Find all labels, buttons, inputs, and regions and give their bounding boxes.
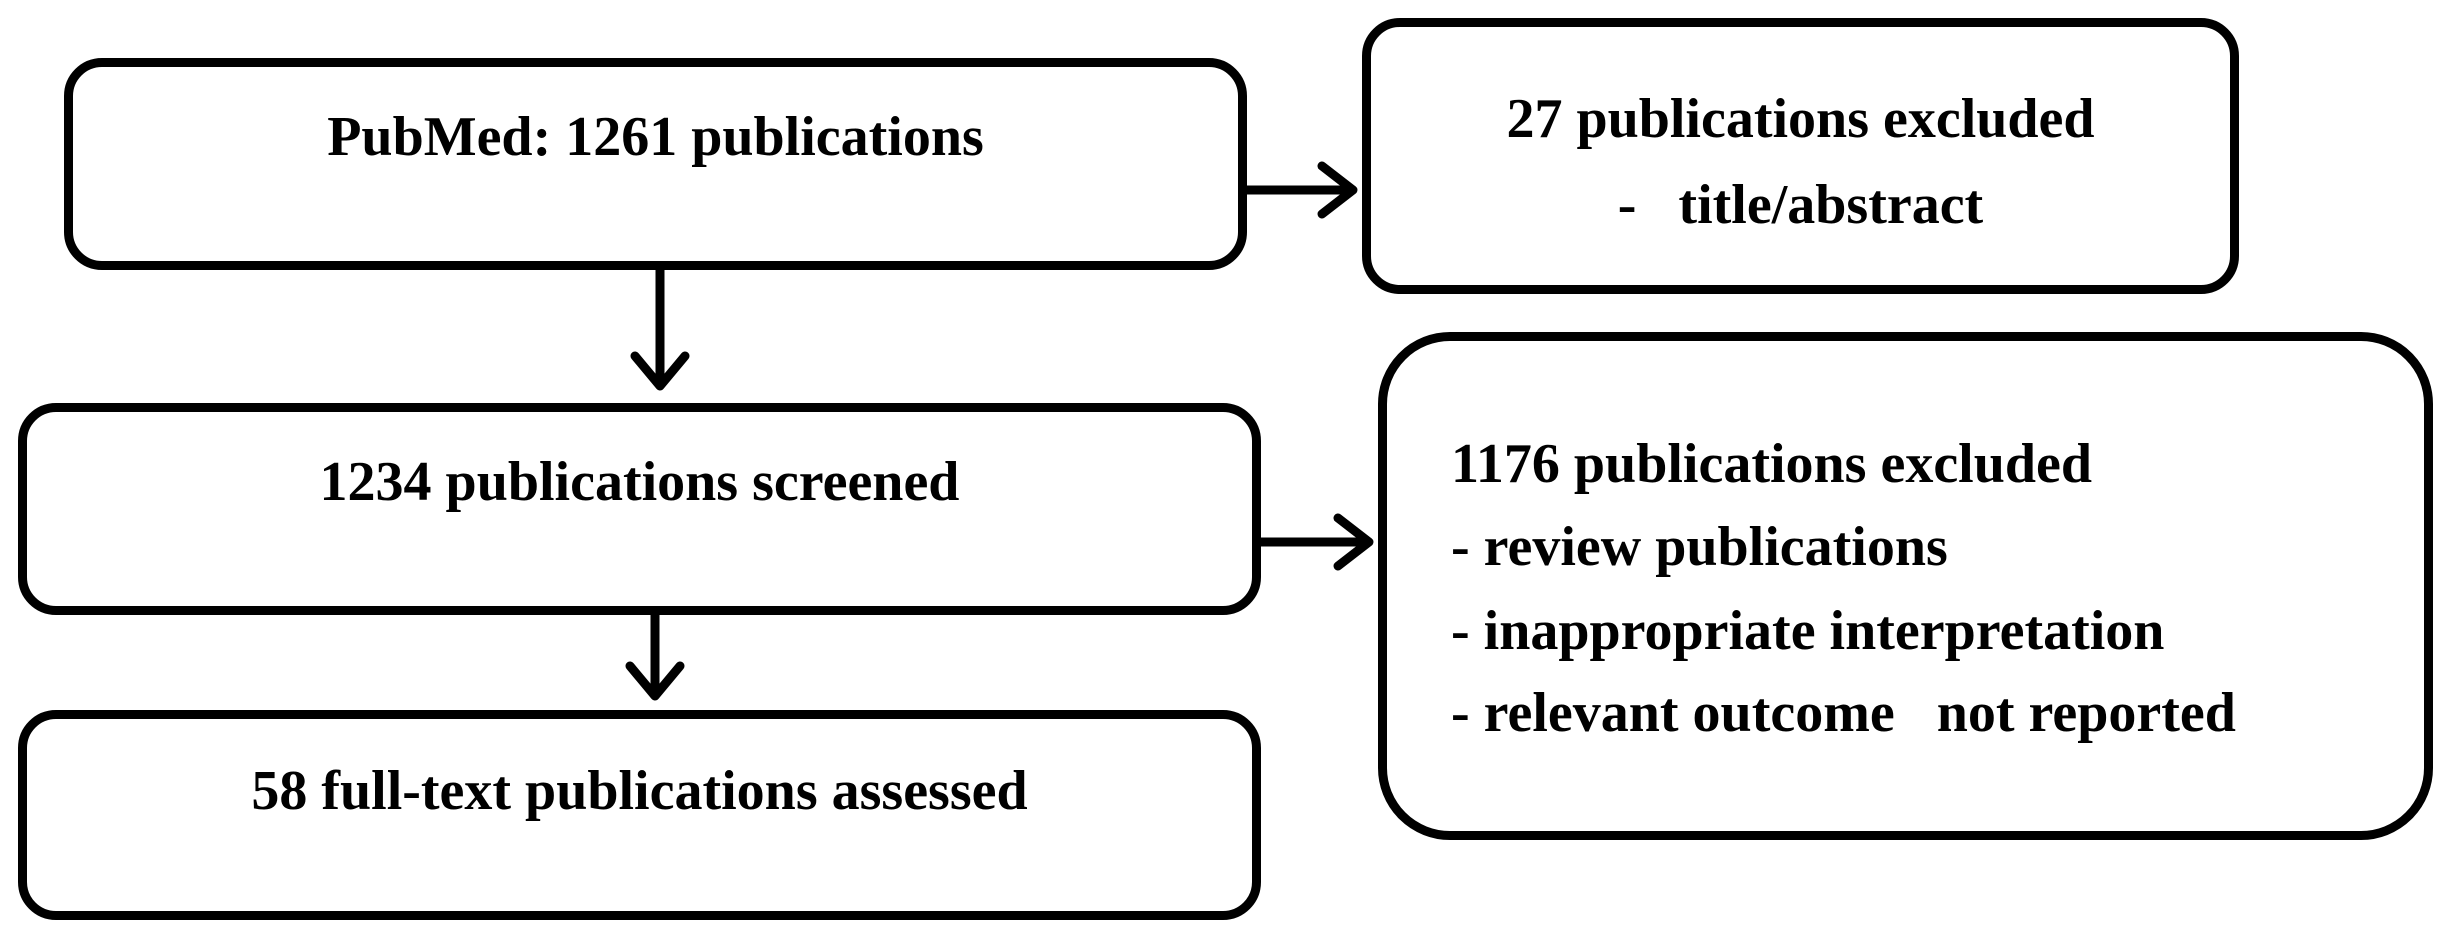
excluded-screening-heading: 1176 publications excluded bbox=[1451, 433, 2093, 495]
arrow-screened-to-assessed bbox=[625, 610, 685, 701]
arrow-pubmed-to-excluded-title bbox=[1242, 161, 1358, 219]
arrow-screened-to-excluded-screening bbox=[1256, 513, 1374, 571]
excluded-title-abstract-heading: 27 publications excluded bbox=[1506, 88, 2095, 150]
excluded-reason-outcome: - relevant outcome not reported bbox=[1451, 682, 2236, 744]
excluded-reason-interpretation: - inappropriate interpretation bbox=[1451, 600, 2165, 662]
screened-box: 1234 publications screened bbox=[18, 403, 1261, 615]
excluded-title-abstract-box: 27 publications excluded - title/abstrac… bbox=[1362, 18, 2239, 294]
assessed-box: 58 full-text publications assessed bbox=[18, 710, 1261, 920]
screened-label: 1234 publications screened bbox=[319, 451, 960, 513]
arrow-pubmed-to-screened bbox=[630, 265, 690, 391]
pubmed-label: PubMed: 1261 publications bbox=[327, 106, 984, 168]
pubmed-box: PubMed: 1261 publications bbox=[64, 58, 1247, 270]
excluded-title-abstract-reason: - title/abstract bbox=[1617, 174, 1984, 236]
assessed-label: 58 full-text publications assessed bbox=[251, 760, 1028, 822]
excluded-reason-review: - review publications bbox=[1451, 516, 1948, 578]
excluded-screening-box: 1176 publications excluded - review publ… bbox=[1378, 332, 2433, 840]
